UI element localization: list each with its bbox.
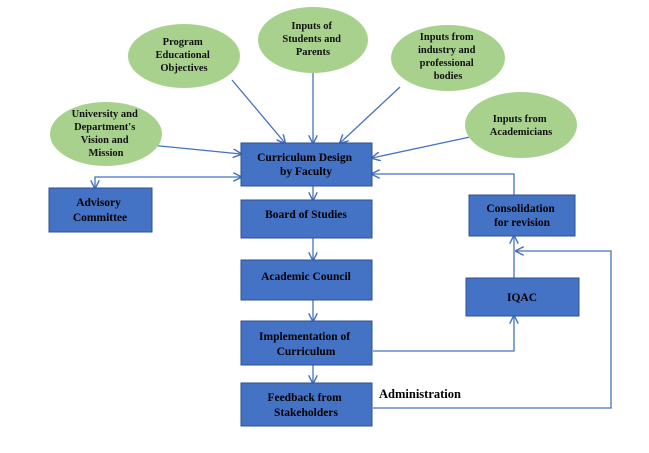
input-industry-line-3: professional [420, 58, 474, 69]
input-industry-line-1: Inputs from [420, 32, 474, 43]
input-vision-line-2: Department's [74, 122, 135, 133]
arrow-implementation-to-iqac [373, 316, 514, 352]
input-industry-node: Inputs from industry and professional bo… [391, 25, 505, 91]
arrow-vision-to-curriculum [149, 144, 241, 154]
input-peo-line-3: Objectives [160, 63, 207, 74]
implementation-line-2: Curriculum [277, 346, 336, 358]
svg-text:Curriculum Design by F: Curriculum Design by Faculty [257, 152, 355, 178]
input-academicians-node: Inputs from Academicians [465, 92, 577, 158]
input-students-node: Inputs of Students and Parents [258, 7, 368, 73]
svg-text:Advisory Committee: Advisory Committee [73, 197, 127, 224]
arrow-academicians-to-curriculum [372, 136, 471, 158]
input-academicians-line-1: Inputs from [493, 114, 547, 125]
consolidation-line-1: Consolidation [486, 203, 555, 215]
advisory-committee-box: Advisory Committee [48, 187, 153, 233]
svg-text:Academic Council: Academic Council [261, 271, 351, 283]
arrow-peo-to-curriculum [231, 79, 285, 143]
svg-text:Program Educational: Program Educational Objectives [156, 37, 213, 74]
input-peo-line-2: Educational [156, 50, 210, 61]
svg-text:University and Departm: University and Department's Vision and M… [72, 109, 141, 159]
iqac-box: IQAC [465, 277, 580, 317]
input-vision-line-3: Vision and [81, 135, 129, 146]
svg-text:Consolidation for revi: Consolidation for revision [486, 203, 557, 229]
board-of-studies-box: Board of Studies [240, 199, 373, 239]
feedback-box: Feedback from Stakeholders [240, 382, 373, 427]
advisory-line-2: Committee [73, 212, 127, 224]
input-peo-line-1: Program [163, 37, 203, 48]
input-industry-line-2: industry and [418, 45, 476, 56]
arrow-industry-to-curriculum [340, 86, 401, 143]
svg-text:Feedback from Stakehol: Feedback from Stakeholders [267, 392, 344, 419]
svg-text:Inputs from industry a: Inputs from industry and professional bo… [418, 32, 478, 82]
arrow-feedback-loop [373, 251, 612, 409]
curriculum-design-line-2: by Faculty [280, 166, 332, 178]
advisory-line-1: Advisory [76, 197, 121, 209]
academic-council-label: Academic Council [261, 271, 351, 283]
svg-text:Inputs of Students and: Inputs of Students and Parents [282, 21, 343, 58]
board-of-studies-label: Board of Studies [265, 209, 347, 221]
input-students-line-2: Students and [282, 34, 341, 45]
input-peo-node: Program Educational Objectives [128, 24, 240, 88]
input-industry-line-4: bodies [434, 71, 463, 82]
academic-council-box: Academic Council [240, 259, 373, 301]
svg-text:IQAC: IQAC [507, 292, 537, 304]
input-academicians-line-2: Academicians [490, 127, 552, 138]
administration-label: Administration [379, 387, 461, 401]
consolidation-box: Consolidation for revision [468, 194, 576, 237]
input-students-line-1: Inputs of [291, 21, 332, 32]
input-vision-line-1: University and [72, 109, 138, 120]
feedback-line-1: Feedback from [267, 392, 342, 404]
input-vision-line-4: Mission [88, 148, 123, 159]
curriculum-design-box: Curriculum Design by Faculty [240, 142, 373, 187]
feedback-line-2: Stakeholders [274, 407, 338, 419]
implementation-box: Implementation of Curriculum [240, 320, 373, 366]
arrow-consolidation-to-academicians-feedback [372, 174, 515, 195]
curriculum-design-line-1: Curriculum Design [257, 152, 352, 164]
svg-text:Board of Studies: Board of Studies [265, 209, 347, 221]
iqac-label: IQAC [507, 292, 537, 304]
implementation-line-1: Implementation of [259, 331, 350, 343]
input-students-line-3: Parents [296, 47, 330, 58]
svg-text:Implementation of Curr: Implementation of Curriculum [259, 331, 353, 358]
svg-text:Inputs from Academicia: Inputs from Academicians [490, 114, 552, 138]
consolidation-line-2: for revision [494, 217, 551, 229]
input-vision-mission-node: University and Department's Vision and M… [50, 102, 162, 166]
arrow-advisory-to-curriculum [95, 177, 241, 188]
